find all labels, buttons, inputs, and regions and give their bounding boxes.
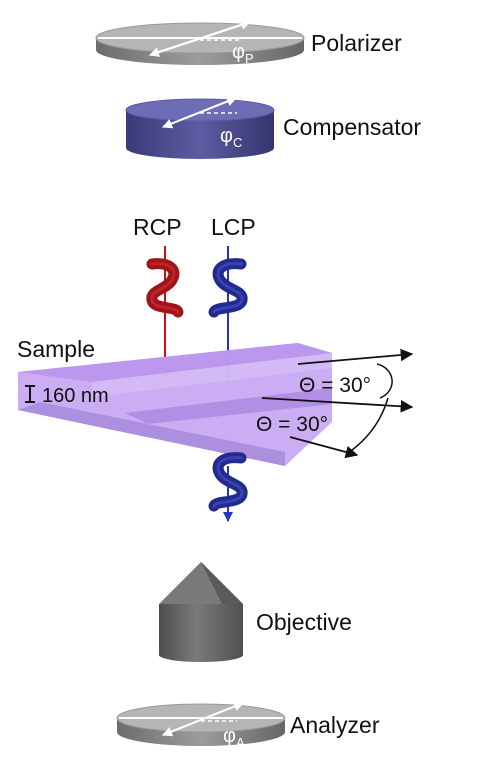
sample-label: Sample (17, 336, 95, 362)
transmitted-lcp (208, 452, 248, 522)
objective: Objective (159, 562, 352, 662)
incident-beams: RCP LCP (133, 214, 256, 381)
objective-label: Objective (256, 609, 352, 635)
compensator-angle: φC (220, 125, 242, 150)
angle-arc-upper (376, 363, 393, 399)
polarizer: φP Polarizer (95, 20, 402, 66)
rcp-label: RCP (133, 214, 182, 240)
lcp-label: LCP (211, 214, 256, 240)
transmitted-beam-top (297, 348, 414, 365)
analyzer-angle: φA (223, 725, 245, 750)
thickness-label: 160 nm (42, 385, 109, 407)
output-beams: Θ = 30° Θ = 30° (256, 348, 414, 459)
polarizer-angle: φP (232, 41, 254, 66)
angle-label-lower: Θ = 30° (256, 413, 328, 436)
objective-body (159, 604, 243, 662)
angle-label-upper: Θ = 30° (299, 374, 371, 397)
compensator: φC Compensator (125, 96, 421, 159)
analyzer: φA Analyzer (116, 701, 380, 750)
compensator-top (125, 98, 275, 122)
polarizer-label: Polarizer (311, 30, 402, 56)
transmitted-beam-bottom (289, 436, 359, 459)
angle-arc-lower (347, 397, 389, 454)
transmitted-beam-middle (261, 397, 414, 413)
sample: Sample 160 nm (17, 336, 332, 466)
compensator-label: Compensator (283, 114, 421, 140)
analyzer-label: Analyzer (290, 712, 380, 738)
